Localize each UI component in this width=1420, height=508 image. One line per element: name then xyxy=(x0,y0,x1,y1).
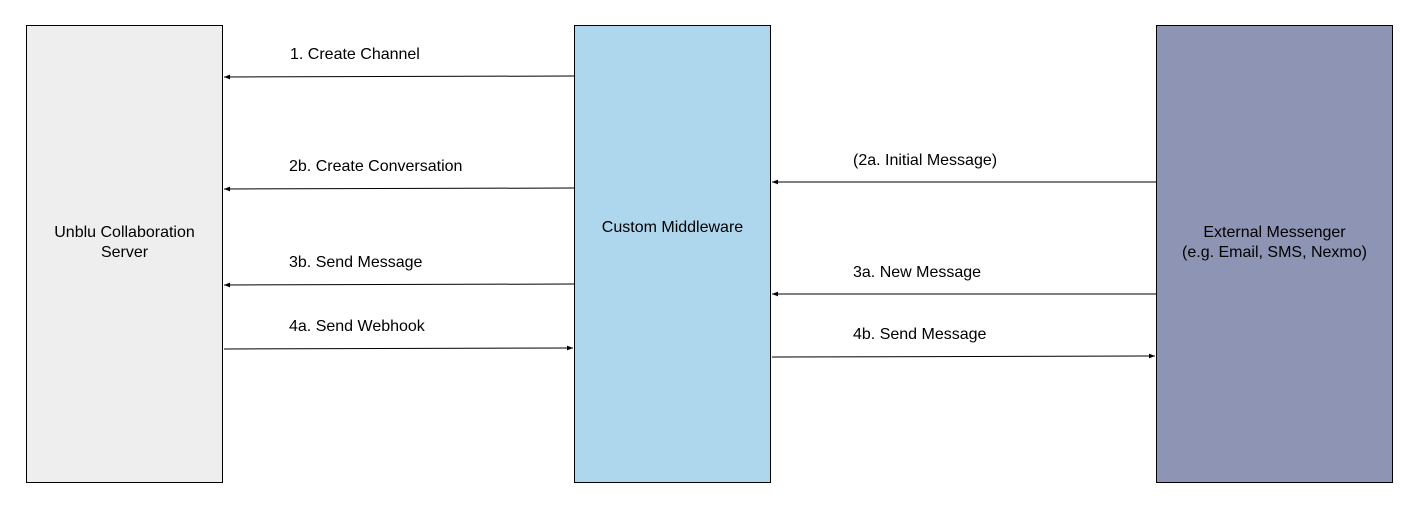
external-messenger-label: External Messenger (e.g. Email, SMS, Nex… xyxy=(1182,224,1367,261)
create-channel-label: 1. Create Channel xyxy=(290,46,420,63)
create-conversation-label: 2b. Create Conversation xyxy=(289,158,463,175)
initial-message-label: (2a. Initial Message) xyxy=(853,152,998,169)
custom-middleware-box: Custom Middleware xyxy=(574,25,771,483)
new-message-label: 3a. New Message xyxy=(853,264,982,281)
arrow-send-message-to-server xyxy=(223,282,575,288)
send-webhook-label: 4a. Send Webhook xyxy=(289,318,425,335)
send-message-to-server-label: 3b. Send Message xyxy=(289,254,423,271)
arrow-send-webhook xyxy=(223,345,574,351)
external-messenger-box: External Messenger (e.g. Email, SMS, Nex… xyxy=(1156,25,1393,483)
unblu-collaboration-server-label: Unblu Collaboration Server xyxy=(54,224,195,261)
arrow-send-message-to-messenger xyxy=(771,353,1156,359)
arrow-create-conversation xyxy=(223,186,575,192)
send-message-to-messenger-label: 4b. Send Message xyxy=(853,326,987,343)
arrow-create-channel xyxy=(223,74,575,80)
custom-middleware-label: Custom Middleware xyxy=(601,219,744,236)
unblu-collaboration-server-box: Unblu Collaboration Server xyxy=(26,25,223,483)
